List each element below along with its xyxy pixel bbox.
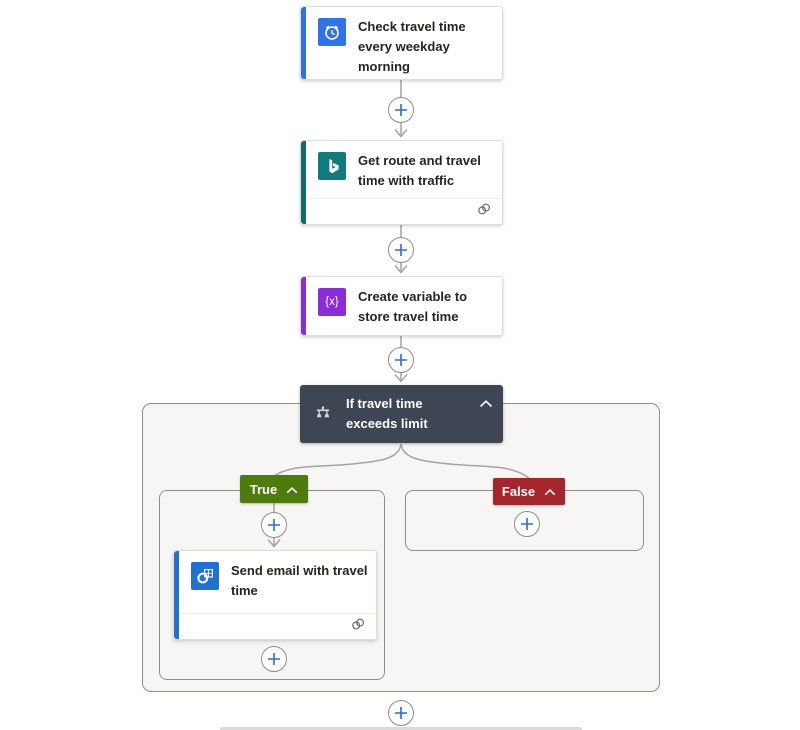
insert-step-button[interactable] xyxy=(261,512,287,538)
action-card-get-route[interactable]: Get route and travel time with traffic xyxy=(300,140,503,225)
plus-icon xyxy=(395,354,407,366)
outlook-icon xyxy=(191,562,219,590)
card-accent xyxy=(301,7,306,79)
card-title: Get route and travel time with traffic xyxy=(358,153,481,188)
card-accent xyxy=(301,141,306,224)
connections-icon xyxy=(350,617,366,636)
trigger-card[interactable]: Check travel time every weekday morning xyxy=(300,6,503,80)
card-title: Create variable to store travel time xyxy=(358,289,468,324)
chevron-up-icon[interactable] xyxy=(286,482,298,497)
card-footer xyxy=(306,198,502,224)
chevron-up-icon[interactable] xyxy=(544,484,556,499)
plus-icon xyxy=(521,518,533,530)
next-step-peek xyxy=(220,727,582,730)
insert-step-button[interactable] xyxy=(388,97,414,123)
insert-step-button[interactable] xyxy=(388,237,414,263)
variable-glyph: {x} xyxy=(325,296,339,308)
plus-icon xyxy=(395,244,407,256)
variable-icon: {x} xyxy=(318,288,346,316)
false-branch-label: False xyxy=(501,484,536,499)
bing-maps-icon xyxy=(318,152,346,180)
plus-icon xyxy=(395,707,407,719)
condition-icon xyxy=(312,403,334,425)
plus-icon xyxy=(268,519,280,531)
insert-step-button[interactable] xyxy=(388,700,414,726)
condition-title: If travel time exceeds limit xyxy=(346,396,428,431)
true-branch-label: True xyxy=(249,481,278,497)
true-branch-badge[interactable]: True xyxy=(240,475,308,503)
plus-icon xyxy=(268,653,280,665)
card-accent xyxy=(174,551,179,639)
add-action-button[interactable] xyxy=(261,646,287,672)
action-card-create-variable[interactable]: {x} Create variable to store travel time xyxy=(300,276,503,336)
card-title: Check travel time every weekday morning xyxy=(358,19,466,74)
insert-step-button[interactable] xyxy=(388,347,414,373)
action-card-send-email[interactable]: Send email with travel time xyxy=(173,550,377,640)
plus-icon xyxy=(395,104,407,116)
chevron-up-icon[interactable] xyxy=(479,395,493,413)
connections-icon xyxy=(476,202,492,221)
recurrence-clock-icon xyxy=(318,18,346,46)
card-footer xyxy=(179,613,376,639)
card-accent xyxy=(301,277,306,335)
false-branch-badge[interactable]: False xyxy=(493,478,565,505)
condition-card[interactable]: If travel time exceeds limit xyxy=(300,385,503,443)
add-action-button[interactable] xyxy=(514,511,540,537)
card-title: Send email with travel time xyxy=(231,563,368,598)
